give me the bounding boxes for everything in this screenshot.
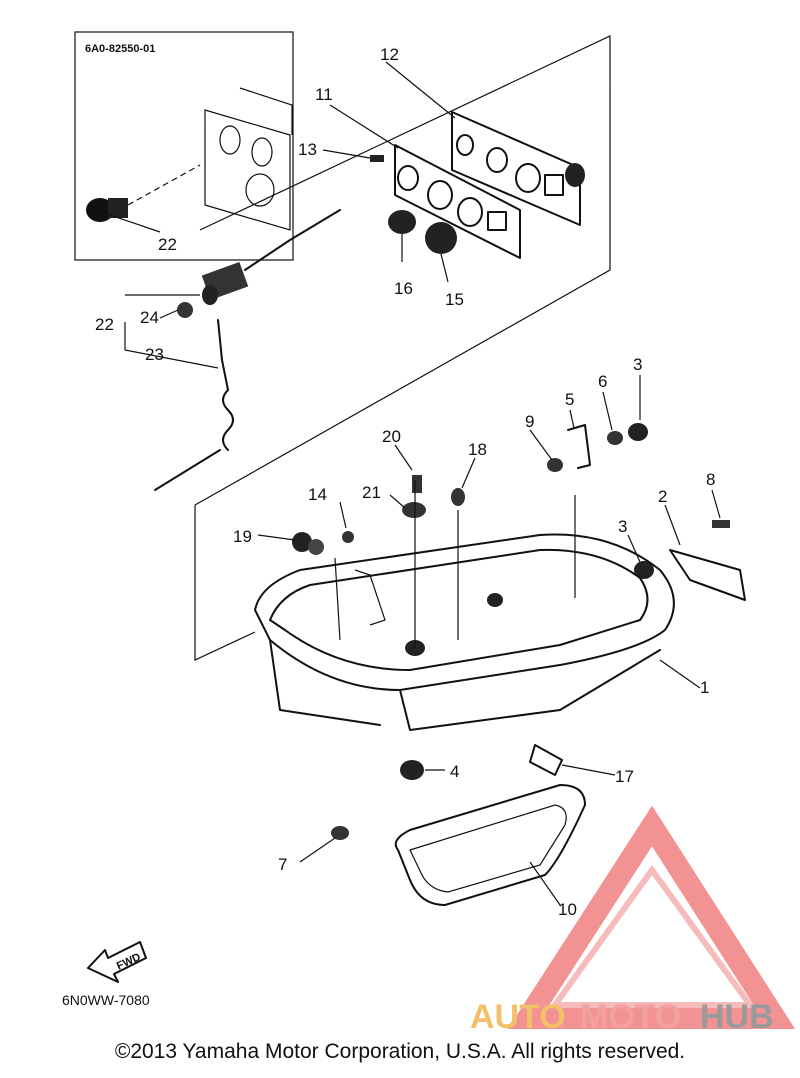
callout-15: 18 [468, 440, 487, 459]
leader-lines [109, 61, 721, 906]
key-switch-icon [86, 164, 201, 222]
fwd-label: FWD [115, 951, 143, 972]
callout-18: 4 [450, 762, 459, 781]
callout-22-inset: 22 [158, 235, 177, 254]
callout-9: 12 [380, 45, 399, 64]
callout-3-top: 3 [633, 355, 642, 374]
watermark-logo [507, 805, 796, 1029]
callout-8: 11 [315, 85, 333, 104]
grommets-12-13 [388, 210, 457, 254]
callout-10: 13 [298, 140, 317, 159]
callout-21: 10 [558, 900, 577, 919]
callout-5: 6 [598, 372, 607, 391]
callout-11: 14 [308, 485, 327, 504]
callout-12: 15 [445, 290, 464, 309]
callout-13: 16 [394, 279, 413, 298]
bottom-cowling [194, 505, 675, 731]
callout-16: 19 [233, 527, 252, 546]
panel-plate-8 [394, 144, 521, 259]
callout-22: 22 [95, 315, 114, 334]
small-parts-top-center [292, 475, 465, 555]
callout-4: 5 [565, 390, 574, 409]
callout-23: 23 [145, 345, 164, 364]
bottom-parts [331, 744, 586, 906]
callout-24: 24 [140, 308, 159, 327]
inset-box: 6A0-82550-01 [74, 31, 294, 261]
callout-2: 2 [658, 487, 667, 506]
diagram-code: 6N0WW-7080 [62, 992, 150, 1008]
callout-19: 21 [362, 483, 381, 502]
callout-3: 3 [618, 517, 627, 536]
callout-6: 8 [706, 470, 715, 489]
panel-plate-9 [451, 111, 585, 226]
inset-part-code: 6A0-82550-01 [85, 43, 155, 55]
watermark-auto: AUTO [470, 998, 566, 1036]
callout-7: 9 [525, 412, 534, 431]
fwd-arrow-icon: FWD [87, 941, 147, 983]
upper-panel-outline [194, 35, 611, 506]
stop-switch-assembly [154, 209, 341, 491]
callout-17: 7 [278, 855, 287, 874]
callout-20: 20 [382, 427, 401, 446]
small-parts-right [547, 423, 746, 601]
watermark-text: AUTO MOTO HUB [470, 998, 774, 1036]
screw-10 [370, 155, 384, 162]
callout-14: 17 [615, 767, 634, 786]
callout-1: 1 [700, 678, 709, 697]
watermark-moto: MOTO [580, 998, 681, 1036]
copyright-notice: ©2013 Yamaha Motor Corporation, U.S.A. A… [114, 1040, 686, 1063]
watermark-hub: HUB [700, 998, 774, 1036]
callout-labels: 12 11 13 16 15 22 22 24 23 3 6 5 9 20 18… [95, 45, 715, 919]
